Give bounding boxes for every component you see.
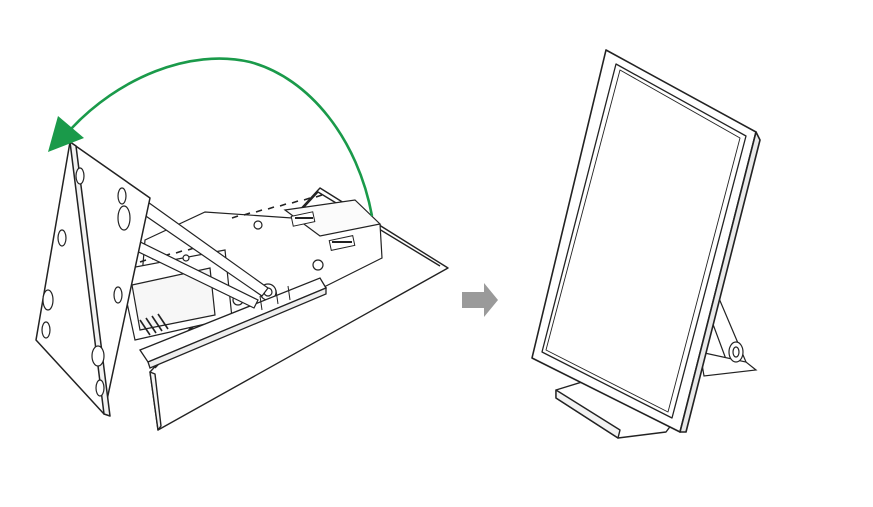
stand-plate-holes [41, 167, 131, 397]
screws [182, 220, 324, 306]
monitor-portrait [531, 49, 761, 433]
rear-housing [119, 199, 383, 341]
rear-labels [290, 211, 356, 251]
hinge-bar [139, 277, 327, 369]
rotate-counterclockwise-arrow-icon [48, 57, 374, 217]
